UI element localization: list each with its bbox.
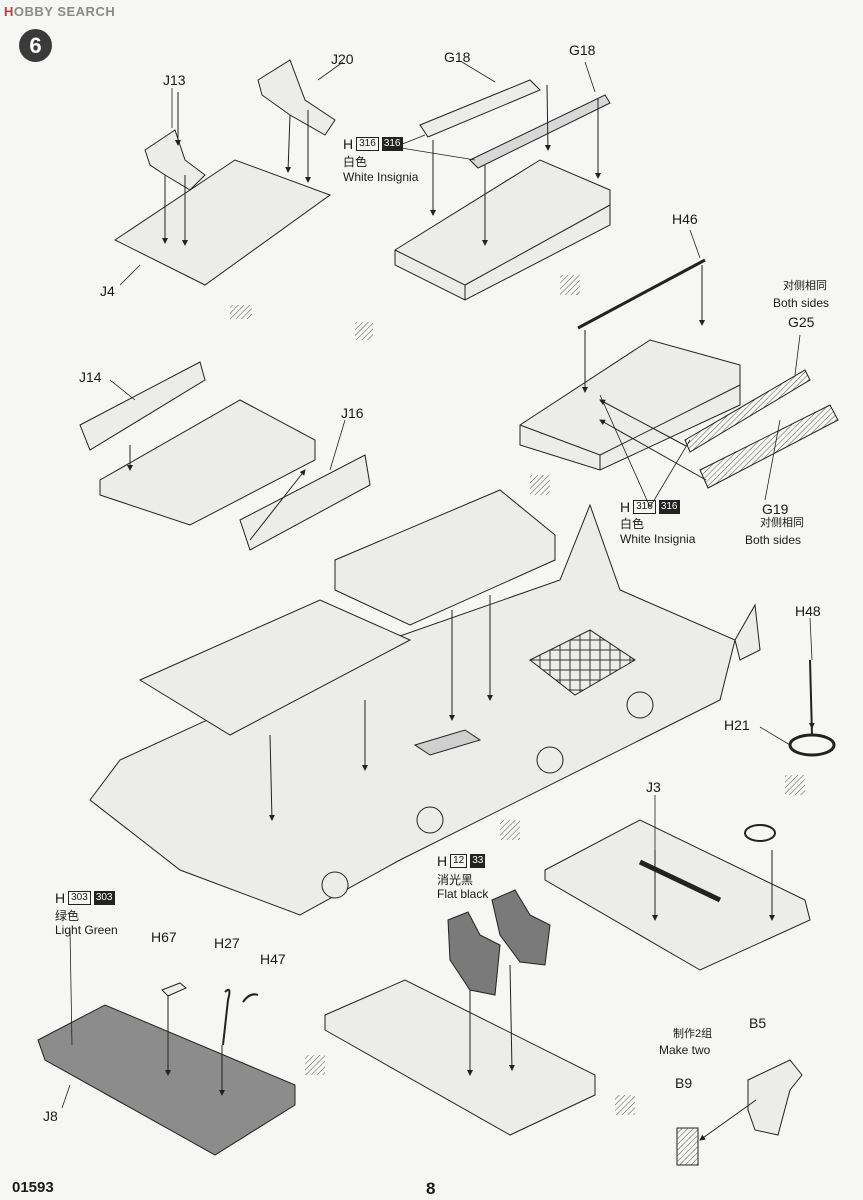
assembly-seat-box-b xyxy=(519,339,741,471)
part-j16 xyxy=(239,454,371,551)
label-b5: B5 xyxy=(749,1015,767,1031)
note-make-two-en: Make two xyxy=(659,1043,711,1057)
part-g25 xyxy=(684,369,811,453)
part-j14 xyxy=(79,361,206,451)
note-g19-en: Both sides xyxy=(745,533,802,547)
part-h21-wheel xyxy=(788,733,836,757)
note-make-two-cn: 制作2组 xyxy=(673,1028,713,1040)
paint-black-cn: 消光黑 xyxy=(437,873,474,887)
seat-right xyxy=(491,889,551,966)
paint-black-en: Flat black xyxy=(437,887,489,901)
label-g19: G19 xyxy=(762,501,789,517)
label-j14: J14 xyxy=(79,369,102,385)
label-b9: B9 xyxy=(675,1075,693,1091)
part-j20 xyxy=(257,59,336,136)
label-j4: J4 xyxy=(100,283,115,299)
label-h47: H47 xyxy=(260,951,286,967)
label-j16: J16 xyxy=(341,405,364,421)
part-j4-plate xyxy=(114,159,332,286)
note-g25-en: Both sides xyxy=(773,296,830,310)
page-number: 8 xyxy=(426,1179,436,1198)
label-j3: J3 xyxy=(646,779,661,795)
label-h27: H27 xyxy=(214,935,240,951)
paint-green-cn: 绿色 xyxy=(55,909,80,923)
part-b5 xyxy=(747,1059,803,1136)
label-g18a: G18 xyxy=(444,49,471,65)
assembly-floor-lower xyxy=(324,979,596,1136)
part-h27 xyxy=(222,988,231,1046)
paint-white-1-cn: 白色 xyxy=(343,155,368,169)
paint-green-en: Light Green xyxy=(55,923,118,937)
paint-white-2-cn: 白色 xyxy=(620,517,645,531)
label-j8: J8 xyxy=(43,1108,58,1124)
seat-left xyxy=(447,911,501,996)
paint-white-1-en: White Insignia xyxy=(343,170,419,184)
assembly-floor-mid xyxy=(99,399,316,526)
watermark: HOBBY SEARCH xyxy=(4,4,116,19)
part-j13 xyxy=(144,129,206,191)
label-h48: H48 xyxy=(795,603,821,619)
label-h21: H21 xyxy=(724,717,750,733)
label-h46: H46 xyxy=(672,211,698,227)
assembly-j3-floor xyxy=(544,819,811,971)
label-h67: H67 xyxy=(151,929,177,945)
part-g18a xyxy=(419,79,541,138)
part-j8-floor xyxy=(37,1004,296,1156)
part-h47 xyxy=(242,993,259,1003)
step-number-badge: 6 xyxy=(19,29,52,62)
label-j20: J20 xyxy=(331,51,354,67)
label-g18b: G18 xyxy=(569,42,596,58)
part-g18b xyxy=(469,94,611,169)
note-g19-cn: 对侧相同 xyxy=(760,517,804,529)
paint-white-2-en: White Insignia xyxy=(620,532,696,546)
part-g19 xyxy=(699,404,839,489)
assembly-seat-box-a xyxy=(394,159,611,301)
kit-number: 01593 xyxy=(12,1179,54,1196)
label-g25: G25 xyxy=(788,314,815,330)
part-b9 xyxy=(676,1127,699,1166)
part-h67 xyxy=(161,982,187,997)
note-g25-cn: 对侧相同 xyxy=(783,280,827,292)
label-j13: J13 xyxy=(163,72,186,88)
